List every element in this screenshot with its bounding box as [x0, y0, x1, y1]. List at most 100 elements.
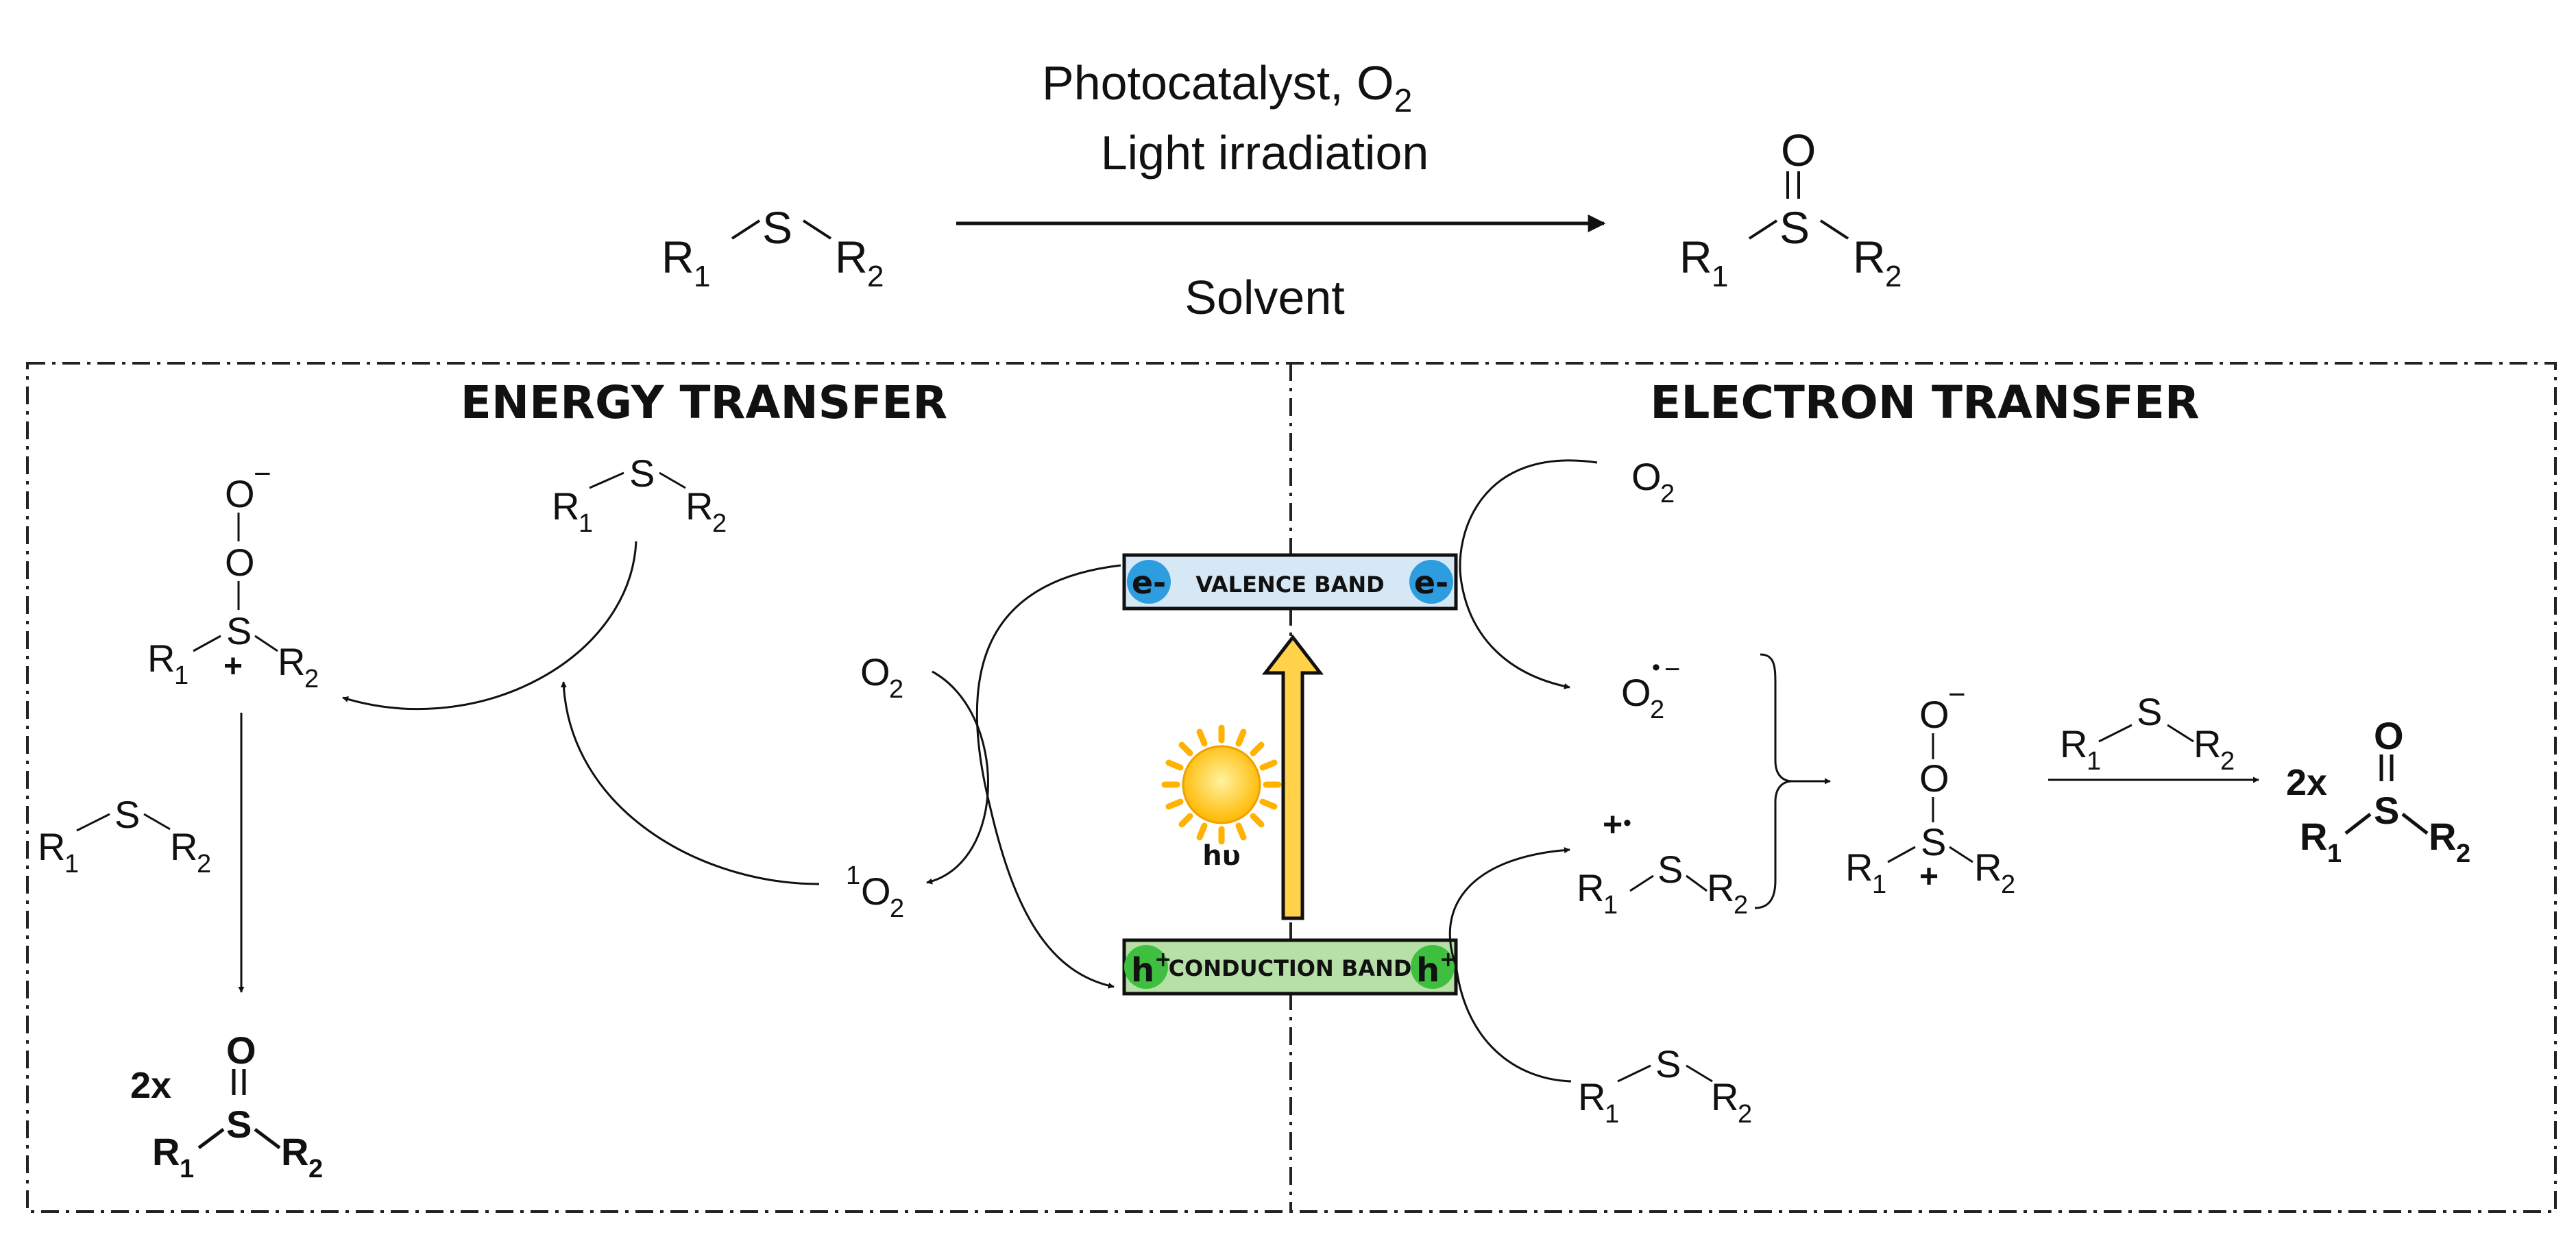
- svg-text:S: S: [226, 1103, 252, 1146]
- r2-label: R: [835, 232, 868, 282]
- svg-text:1: 1: [846, 861, 860, 890]
- sulfur-label: S: [1779, 202, 1810, 253]
- svg-text:O: O: [226, 1029, 256, 1072]
- svg-text:−: −: [254, 457, 271, 491]
- svg-text:R: R: [147, 637, 175, 680]
- svg-text:1: 1: [1605, 1100, 1619, 1129]
- svg-text:O: O: [225, 541, 255, 584]
- conditions-solvent: Solvent: [1184, 271, 1344, 324]
- sun-icon: [1161, 724, 1282, 845]
- svg-text:2x: 2x: [130, 1065, 171, 1106]
- svg-text:e-: e-: [1132, 564, 1166, 601]
- et-singlet-oxygen: 1 O 2: [846, 861, 904, 923]
- top-product-sulfoxide: O S R 1 R 2: [1679, 125, 1901, 293]
- svg-text:R: R: [38, 825, 65, 868]
- svg-text:e-: e-: [1414, 564, 1448, 601]
- et-oxygen: O 2: [860, 650, 903, 704]
- r1-label: R: [661, 232, 694, 282]
- et-persulfoxide: O − O S + R 1 R 2: [147, 457, 319, 693]
- conduction-band-label: CONDUCTION BAND: [1169, 955, 1412, 981]
- svg-text:R: R: [281, 1130, 308, 1173]
- svg-text:2: 2: [1650, 696, 1664, 724]
- svg-text:S: S: [226, 609, 252, 652]
- el-combine-brace: [1754, 653, 1831, 909]
- svg-text:S: S: [2374, 789, 2399, 832]
- hole-right: [1411, 945, 1455, 989]
- svg-text:S: S: [629, 452, 655, 495]
- r2-subscript: 2: [867, 260, 884, 293]
- svg-text:R: R: [1711, 1075, 1738, 1118]
- svg-text:S: S: [1657, 848, 1683, 891]
- svg-text:2: 2: [304, 665, 319, 693]
- svg-text:R: R: [2300, 815, 2327, 858]
- svg-text:R: R: [152, 1130, 180, 1173]
- svg-text:R: R: [278, 640, 305, 683]
- excitation-arrow: [1261, 634, 1324, 920]
- svg-text:2: 2: [197, 850, 211, 879]
- svg-text:O: O: [1919, 693, 1949, 736]
- el-sulfoxide-product: 2x O S R 1 R 2: [2286, 714, 2470, 868]
- svg-text:S: S: [1655, 1042, 1681, 1085]
- et-sulfide-second: R 1 S R 2: [38, 793, 211, 879]
- r1-subscript: 1: [1712, 260, 1728, 293]
- svg-text:R: R: [170, 825, 197, 868]
- svg-text:+: +: [1603, 805, 1623, 844]
- electron-right: [1409, 560, 1453, 604]
- svg-text:R: R: [1974, 846, 2002, 889]
- light-label: hυ: [1202, 840, 1241, 872]
- svg-text:R: R: [552, 484, 579, 528]
- svg-text:•: •: [1623, 810, 1631, 836]
- svg-text:O: O: [225, 472, 255, 515]
- valence-band-label: VALENCE BAND: [1195, 572, 1384, 598]
- svg-text:1: 1: [1872, 870, 1886, 899]
- top-reactant-sulfide: R 1 S R 2: [661, 202, 884, 293]
- electron-left: [1127, 560, 1171, 604]
- svg-text:O: O: [860, 650, 890, 693]
- svg-text:O: O: [1621, 671, 1651, 714]
- svg-text:S: S: [114, 793, 140, 836]
- el-radical-cation: + • S R 1 R 2: [1577, 805, 1748, 920]
- el-sulfide-lower: R 1 S R 2: [1578, 1042, 1752, 1129]
- svg-text:+: +: [223, 648, 243, 685]
- svg-text:−: −: [1948, 678, 1966, 711]
- r2-subscript: 2: [1885, 260, 1901, 293]
- svg-text:R: R: [1845, 846, 1873, 889]
- svg-text:1: 1: [2087, 747, 2101, 776]
- svg-text:1: 1: [1603, 891, 1618, 920]
- el-oxygen: O 2: [1631, 455, 1675, 508]
- r1-label: R: [1679, 232, 1712, 282]
- svg-text:•: •: [1652, 654, 1660, 680]
- energy-transfer-title: ENERGY TRANSFER: [461, 376, 947, 429]
- oxygen-label: O: [1781, 125, 1816, 175]
- svg-text:+: +: [1919, 859, 1939, 895]
- sulfur-label: S: [762, 202, 792, 253]
- svg-text:O: O: [1631, 455, 1662, 498]
- hole-left: [1124, 945, 1168, 989]
- svg-text:R: R: [1707, 866, 1734, 909]
- svg-text:1: 1: [64, 850, 79, 879]
- svg-text:R: R: [2060, 722, 2087, 765]
- svg-text:1: 1: [180, 1155, 194, 1183]
- et-sulfoxide-product: 2x O S R 1 R 2: [130, 1029, 323, 1183]
- r1-subscript: 1: [694, 260, 710, 293]
- conditions-photocatalyst: Photocatalyst, O2: [1042, 56, 1412, 119]
- svg-text:O: O: [861, 870, 891, 913]
- svg-text:2: 2: [890, 894, 904, 923]
- svg-text:S: S: [2137, 690, 2162, 733]
- conditions-light: Light irradiation: [1101, 126, 1429, 180]
- svg-text:2: 2: [1660, 480, 1675, 508]
- svg-text:2: 2: [889, 675, 903, 704]
- electron-transfer-title: ELECTRON TRANSFER: [1650, 376, 2200, 429]
- et-sulfide: R 1 S R 2: [552, 452, 727, 538]
- el-superoxide: O 2 • −: [1621, 654, 1680, 724]
- svg-text:1: 1: [174, 661, 189, 690]
- svg-text:R: R: [2429, 815, 2456, 858]
- svg-text:2: 2: [2456, 839, 2470, 868]
- svg-text:1: 1: [579, 509, 593, 538]
- valence-band: e- e- VALENCE BAND: [1122, 553, 1458, 611]
- conduction-band: h+ h+ CONDUCTION BAND: [1122, 938, 1458, 996]
- svg-text:2: 2: [1738, 1100, 1752, 1129]
- el-sulfide-over-arrow: R 1 S R 2: [2048, 690, 2259, 783]
- r2-label: R: [1853, 232, 1886, 282]
- svg-text:R: R: [1578, 1075, 1605, 1118]
